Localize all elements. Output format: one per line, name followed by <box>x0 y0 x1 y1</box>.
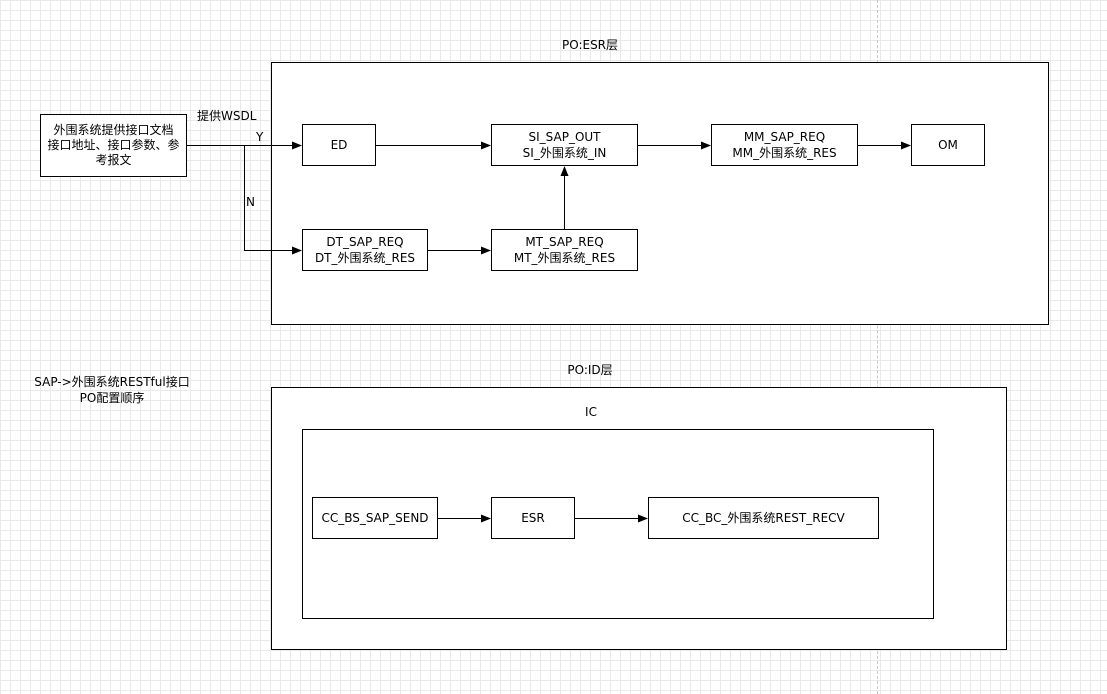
node-esr-label: ESR <box>521 511 545 525</box>
node-mm-line1: MM_SAP_REQ <box>743 130 826 144</box>
source-node-external-system[interactable]: 外围系统提供接口文档 接口地址、接口参数、参 考报文 <box>40 114 187 177</box>
node-dt[interactable]: DT_SAP_REQ DT_外围系统_RES <box>302 229 428 271</box>
node-ed-label: ED <box>330 138 348 152</box>
edge-label-provide-wsdl: 提供WSDL <box>197 109 257 123</box>
node-mt-line2: MT_外围系统_RES <box>513 251 616 265</box>
node-cc-bc-rest-recv[interactable]: CC_BC_外围系统REST_RECV <box>648 497 879 539</box>
diagram-title: SAP->外围系统RESTful接口 PO配置顺序 <box>22 374 202 406</box>
edge-label-no: N <box>246 195 255 209</box>
source-node-line1: 外围系统提供接口文档 <box>53 123 174 137</box>
diagram-title-line2: PO配置顺序 <box>79 391 145 405</box>
node-mm[interactable]: MM_SAP_REQ MM_外围系统_RES <box>711 124 858 166</box>
node-si-line2: SI_外围系统_IN <box>522 146 607 160</box>
node-si[interactable]: SI_SAP_OUT SI_外围系统_IN <box>491 124 638 166</box>
node-si-line1: SI_SAP_OUT <box>528 130 601 144</box>
page-break-line <box>877 0 878 694</box>
node-om-label: OM <box>938 138 958 152</box>
source-node-line2: 接口地址、接口参数、参 <box>47 138 180 152</box>
node-mt-line1: MT_SAP_REQ <box>525 235 604 249</box>
ic-title: IC <box>585 405 597 419</box>
node-cc-bs-sap-send-label: CC_BS_SAP_SEND <box>321 511 429 525</box>
node-esr[interactable]: ESR <box>491 497 575 539</box>
id-layer-title: PO:ID层 <box>567 363 613 377</box>
node-cc-bc-rest-recv-label: CC_BC_外围系统REST_RECV <box>682 511 845 525</box>
node-cc-bs-sap-send[interactable]: CC_BS_SAP_SEND <box>312 497 438 539</box>
node-om[interactable]: OM <box>911 124 985 166</box>
node-mm-line2: MM_外围系统_RES <box>732 146 837 160</box>
esr-layer-title: PO:ESR层 <box>561 38 619 52</box>
node-mt[interactable]: MT_SAP_REQ MT_外围系统_RES <box>491 229 638 271</box>
node-dt-line1: DT_SAP_REQ <box>326 235 404 249</box>
edge-label-yes: Y <box>256 130 264 144</box>
source-node-line3: 考报文 <box>95 153 132 167</box>
esr-layer-container[interactable] <box>271 62 1049 325</box>
node-dt-line2: DT_外围系统_RES <box>314 251 416 265</box>
node-ed[interactable]: ED <box>302 124 376 166</box>
diagram-title-line1: SAP->外围系统RESTful接口 <box>34 375 190 389</box>
